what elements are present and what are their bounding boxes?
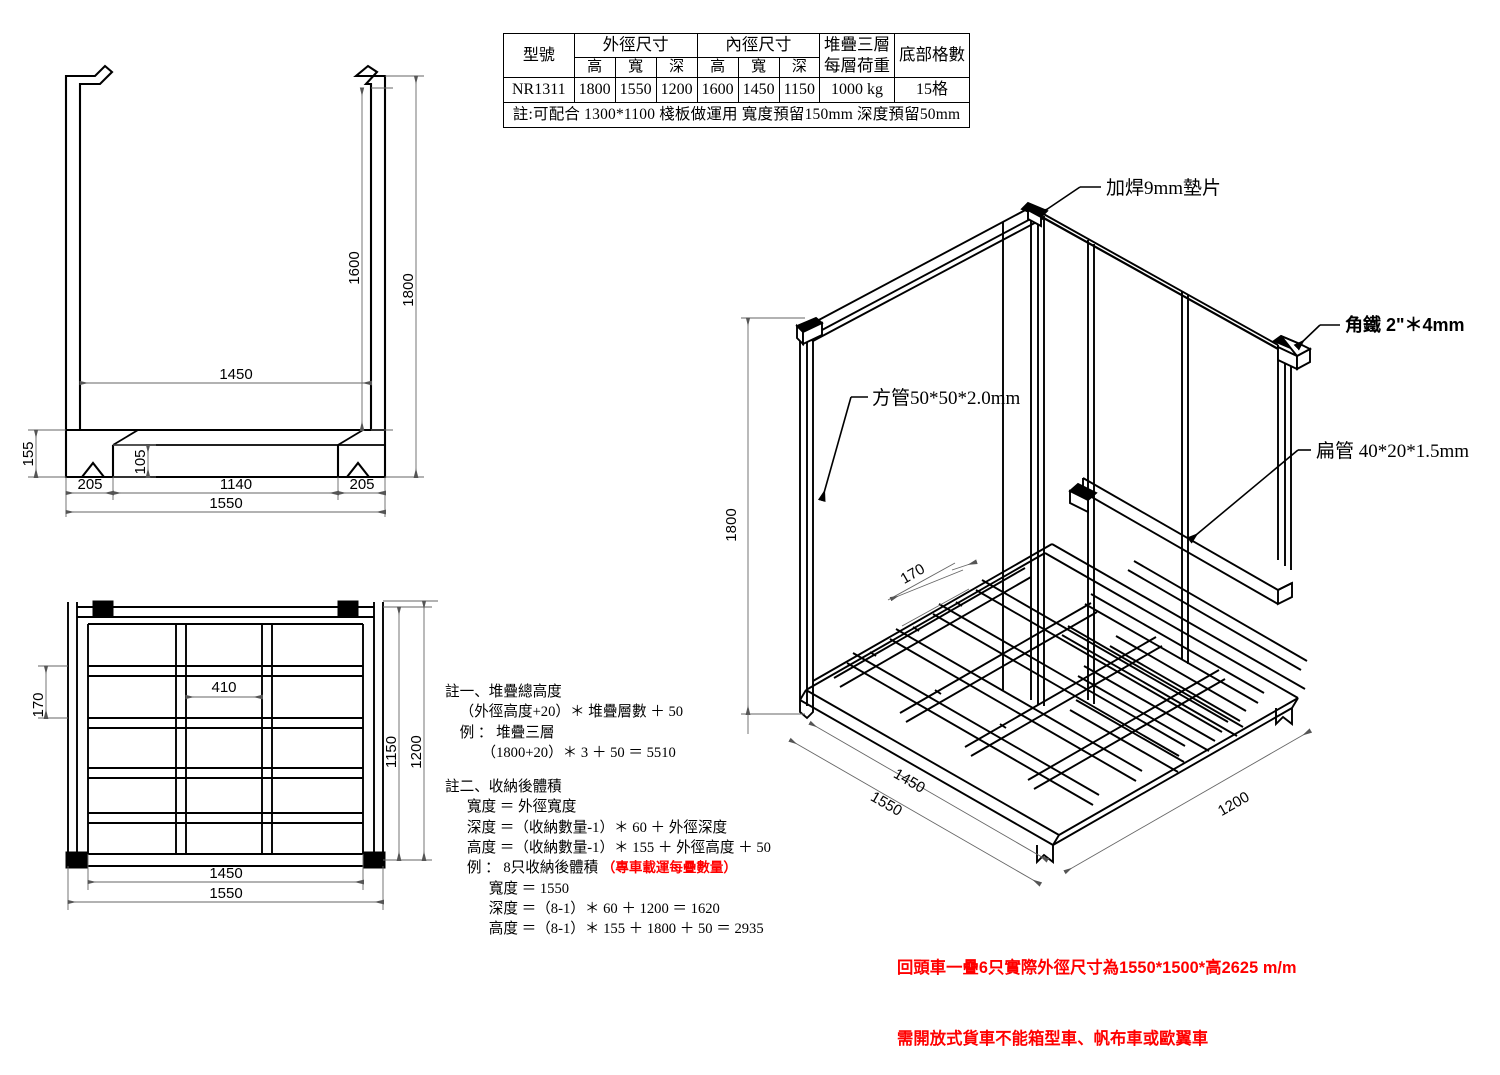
dim-inner-depth: 1150 [383,736,400,768]
spec-table: 型號 外徑尺寸 內徑尺寸 堆疊三層 每層荷重 底部格數 高 寬 深 高 寬 深 … [502,32,971,128]
dim-iso-beam-spacing: 170 [898,560,928,587]
th-cells: 底部格數 [894,32,971,79]
dim-notch-height: 105 [132,449,149,474]
spec-table-header-row-1: 型號 外徑尺寸 內徑尺寸 堆疊三層 每層荷重 底部格數 [503,32,971,79]
th-outer-w: 寬 [614,57,657,79]
note2-line6: 深度 ＝（8-1）＊ 60 ＋ 1200 ＝ 1620 [445,900,720,917]
plan-view-dimensions [38,600,438,910]
td-inner-w: 1450 [737,77,780,104]
spec-table-footnote-row: 註:可配合 1300*1100 棧板做運用 寬度預留150mm 深度預留50mm [502,102,971,128]
note2-line4: 例 ： 8只收納後體積 （專車載運每疊數量） [445,858,845,878]
dim-outer-height: 1800 [400,273,417,306]
dim-middle-span: 1140 [220,476,252,493]
dim-foot-height: 155 [20,441,37,466]
note2-title: 註二、收納後體積 [445,779,562,796]
iso-leaders [817,186,1340,544]
plan-corner-posts [65,600,386,869]
dim-inner-width: 1450 [219,366,252,383]
th-inner-d: 深 [778,57,821,79]
note1-title: 註一、堆疊總高度 [445,684,562,700]
td-inner-h: 1600 [696,77,739,104]
label-angle-iron: 角鐵 2"＊4mm [1345,314,1465,335]
front-elevation-dimensions [28,75,424,517]
dim-iso-outer-width: 1550 [868,788,905,819]
label-flat-tube: 扁管 40*20*1.5mm [1316,440,1469,462]
dim-outer-depth: 1200 [408,735,425,768]
warning-line-2: 需開放式貨車不能箱型車、帆布車或歐翼車 [897,1030,1209,1049]
td-cells: 15格 [894,77,971,104]
dim-foot-left: 205 [77,476,102,493]
th-inner-group: 內徑尺寸 [696,32,821,59]
dim-iso-height: 1800 [723,508,740,541]
dim-iso-depth: 1200 [1215,788,1252,819]
th-inner-h: 高 [696,57,739,79]
th-outer-d: 深 [655,57,698,79]
th-outer-group: 外徑尺寸 [573,32,698,59]
td-footnote: 註:可配合 1300*1100 棧板做運用 寬度預留150mm 深度預留50mm [502,102,971,128]
isometric-view [795,201,1313,865]
td-load: 1000 kg [819,77,896,104]
dim-plan-inner-width: 1450 [209,865,242,882]
label-washer: 加焊9mm墊片 [1106,177,1221,199]
td-inner-d: 1150 [778,77,821,104]
drawing-sheet: 1800 1600 1450 155 105 205 205 1140 1550 [20,32,1469,1048]
note1-line2: 例 ： 堆疊三層 [445,724,555,741]
td-outer-w: 1550 [614,77,657,104]
dim-row-pitch: 170 [30,692,47,717]
dim-inner-height: 1600 [346,251,363,284]
note2-line4-highlight: （專車載運每疊數量） [601,860,737,876]
label-square-tube: 方管50*50*2.0mm [872,387,1021,409]
dim-plan-outer-width: 1550 [209,885,242,902]
th-model: 型號 [503,32,575,79]
front-elevation-view [64,64,387,479]
note2-line5: 寬度 ＝ 1550 [445,880,570,897]
note2-line7: 高度 ＝（8-1）＊ 155 ＋ 1800 ＋ 50 ＝ 2935 [445,921,764,938]
note2-line2: 深度 ＝（收納數量-1）＊ 60 ＋ 外徑深度 [445,819,728,836]
shipping-warning: 回頭車一疊6只實際外徑尺寸為1550*1500*高2625 m/m 需開放式貨車… [897,910,1297,1075]
spec-table-data-row: NR1311 1800 1550 1200 1600 1450 1150 100… [503,77,971,104]
th-outer-h: 高 [573,57,616,79]
plan-grid-view [67,602,384,867]
td-model: NR1311 [503,77,575,104]
dim-outer-width: 1550 [209,495,242,512]
note2-line4-text: 例 ： 8只收納後體積 [445,860,602,877]
note2-line3: 高度 ＝（收納數量-1）＊ 155 ＋ 外徑高度 ＋ 50 [445,839,771,856]
td-outer-d: 1200 [655,77,698,104]
note1-line1: （外徑高度+20）＊ 堆疊層數 ＋ 50 [445,704,684,721]
note2-line1: 寬度 ＝ 外徑寬度 [445,799,577,816]
dim-foot-right: 205 [349,476,374,493]
technical-drawing-svg: 1800 1600 1450 155 105 205 205 1140 1550 [20,64,1469,910]
th-inner-w: 寬 [737,57,780,79]
spec-table-header-row-2: 高 寬 深 高 寬 深 [504,57,970,79]
dim-cell-width: 410 [211,679,236,696]
notes-block: 註一、堆疊總高度 （外徑高度+20）＊ 堆疊層數 ＋ 50 例 ： 堆疊三層 （… [445,682,845,939]
note1-line3: （1800+20）＊ 3 ＋ 50 ＝ 5510 [445,744,676,761]
iso-dimensions [741,317,1313,887]
td-outer-h: 1800 [573,77,616,104]
th-load: 堆疊三層 每層荷重 [819,32,896,79]
warning-line-1: 回頭車一疊6只實際外徑尺寸為1550*1500*高2625 m/m [897,959,1297,978]
